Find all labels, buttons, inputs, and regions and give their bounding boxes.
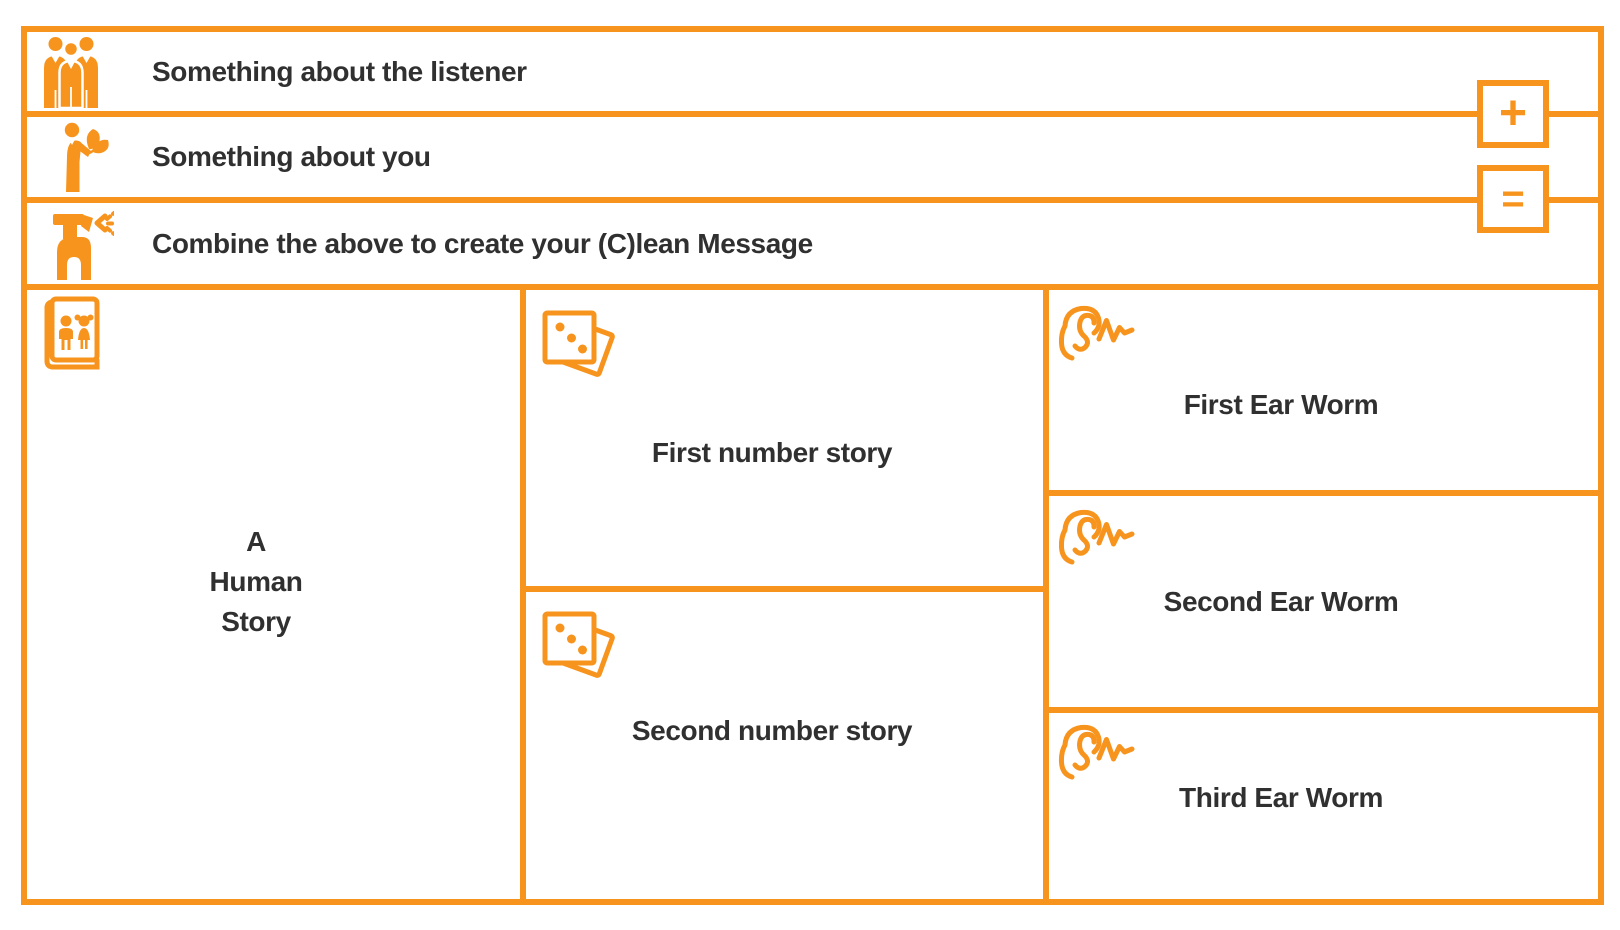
cell-human-story: A Human Story	[27, 284, 520, 899]
row-you-label: Something about you	[152, 141, 431, 172]
ear-soundwave-icon	[1058, 724, 1135, 780]
row-listener: Something about the listener	[27, 32, 1598, 111]
cell-third-ear-worm-label: Third Ear Worm	[1179, 782, 1383, 813]
cell-human-story-label: A Human Story	[209, 525, 303, 637]
divider-row2-row3	[27, 197, 1598, 203]
divider-earworm-2-3	[1043, 707, 1598, 713]
cell-third-ear-worm: Third Ear Worm	[1049, 713, 1598, 899]
cell-first-number-story-label: First number story	[651, 437, 893, 468]
cell-second-number-story: Second number story	[526, 592, 1043, 899]
row-you: Something about you	[27, 117, 1598, 197]
plus-sign: +	[1498, 87, 1528, 140]
dice-icon	[542, 310, 615, 377]
cell-second-number-story-label: Second number story	[631, 714, 913, 746]
cell-first-number-story: First number story	[526, 284, 1043, 586]
plus-operator-box: +	[1477, 80, 1549, 148]
cell-first-ear-worm: First Ear Worm	[1049, 284, 1598, 490]
dice-icon	[542, 611, 615, 678]
cell-second-ear-worm-label: Second Ear Worm	[1163, 585, 1399, 617]
divider-number-stories	[520, 586, 1049, 592]
row-combine-label: Combine the above to create your (C)lean…	[152, 227, 813, 259]
ear-soundwave-icon	[1058, 305, 1135, 361]
equals-sign: =	[1501, 177, 1525, 221]
equals-operator-box: =	[1477, 165, 1549, 233]
clean-message-worksheet: Something about the listener Something a…	[21, 26, 1604, 905]
divider-earworm-1-2	[1043, 490, 1598, 496]
row-listener-label: Something about the listener	[152, 55, 527, 87]
divider-header-grid	[27, 284, 1598, 290]
row-combine: Combine the above to create your (C)lean…	[27, 203, 1598, 284]
divider-row1-row2	[27, 111, 1598, 117]
person-leaf-icon	[64, 122, 109, 192]
cell-second-ear-worm: Second Ear Worm	[1049, 496, 1598, 707]
people-group-icon	[44, 36, 98, 109]
spray-bottle-icon	[53, 210, 114, 280]
ear-soundwave-icon	[1058, 509, 1135, 565]
book-children-icon	[44, 296, 100, 370]
cell-first-ear-worm-label: First Ear Worm	[1183, 389, 1379, 420]
